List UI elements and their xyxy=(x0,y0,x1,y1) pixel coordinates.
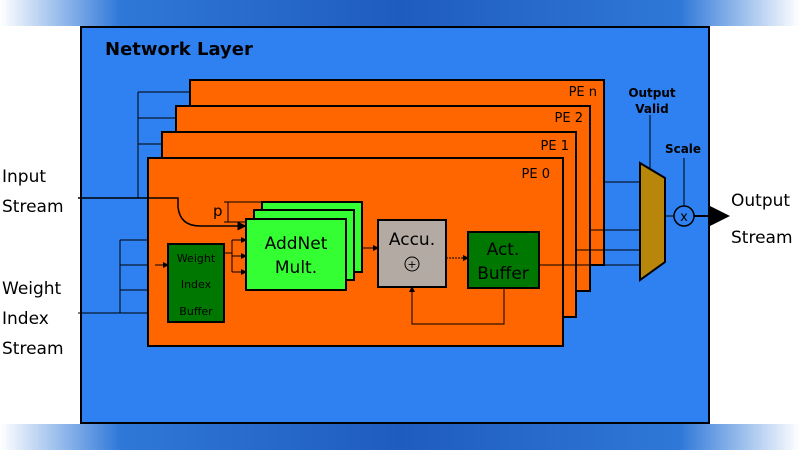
output-mux xyxy=(639,161,666,282)
weight-buffer-label-1: Weight xyxy=(177,252,216,265)
output-stream-label-2: Stream xyxy=(731,228,793,248)
accumulator-block xyxy=(377,219,447,288)
output-stream-label-1: Output xyxy=(731,191,790,211)
addnet-label-1: AddNet xyxy=(265,234,328,254)
act-buffer-label-2: Buffer xyxy=(477,264,529,284)
network-layer-title: Network Layer xyxy=(105,39,253,60)
pe-1-label: PE 1 xyxy=(541,139,569,154)
top-decor-band xyxy=(0,0,800,26)
output-valid-label-2: Valid xyxy=(635,102,669,116)
addnet-label-2: Mult. xyxy=(275,258,317,278)
bottom-decor-band xyxy=(0,424,800,450)
pe-output-lines xyxy=(539,181,640,266)
pe-2-label: PE 2 xyxy=(555,111,583,126)
feedback-loop xyxy=(409,286,505,325)
accu-plus-circle xyxy=(404,256,420,272)
input-bus-lines xyxy=(137,91,190,198)
addnet-mult-block xyxy=(245,218,347,291)
weight-stream-label-2: Index xyxy=(2,309,49,329)
weight-buffer-label-2: Index xyxy=(181,278,212,291)
pe-n-label: PE n xyxy=(569,85,597,100)
scale-multiplier-symbol: x xyxy=(680,210,688,225)
scale-label: Scale xyxy=(665,142,701,156)
p-label: p xyxy=(213,202,223,220)
weight-buffer-label-3: Buffer xyxy=(179,305,213,318)
input-stream-label-2: Stream xyxy=(2,197,64,217)
input-stream-line xyxy=(78,197,247,231)
weight-stream-label-1: Weight xyxy=(2,279,62,299)
pe-0-label: PE 0 xyxy=(522,167,550,182)
weight-bus-lines xyxy=(78,239,149,314)
input-stream-label-1: Input xyxy=(2,167,46,187)
accu-plus-symbol: + xyxy=(407,258,416,271)
weight-stream-label-3: Stream xyxy=(2,339,64,359)
act-buffer-label-1: Act. xyxy=(487,240,520,260)
accu-label: Accu. xyxy=(389,230,435,250)
weight-index-buffer xyxy=(167,243,225,323)
output-valid-label-1: Output xyxy=(628,86,676,100)
